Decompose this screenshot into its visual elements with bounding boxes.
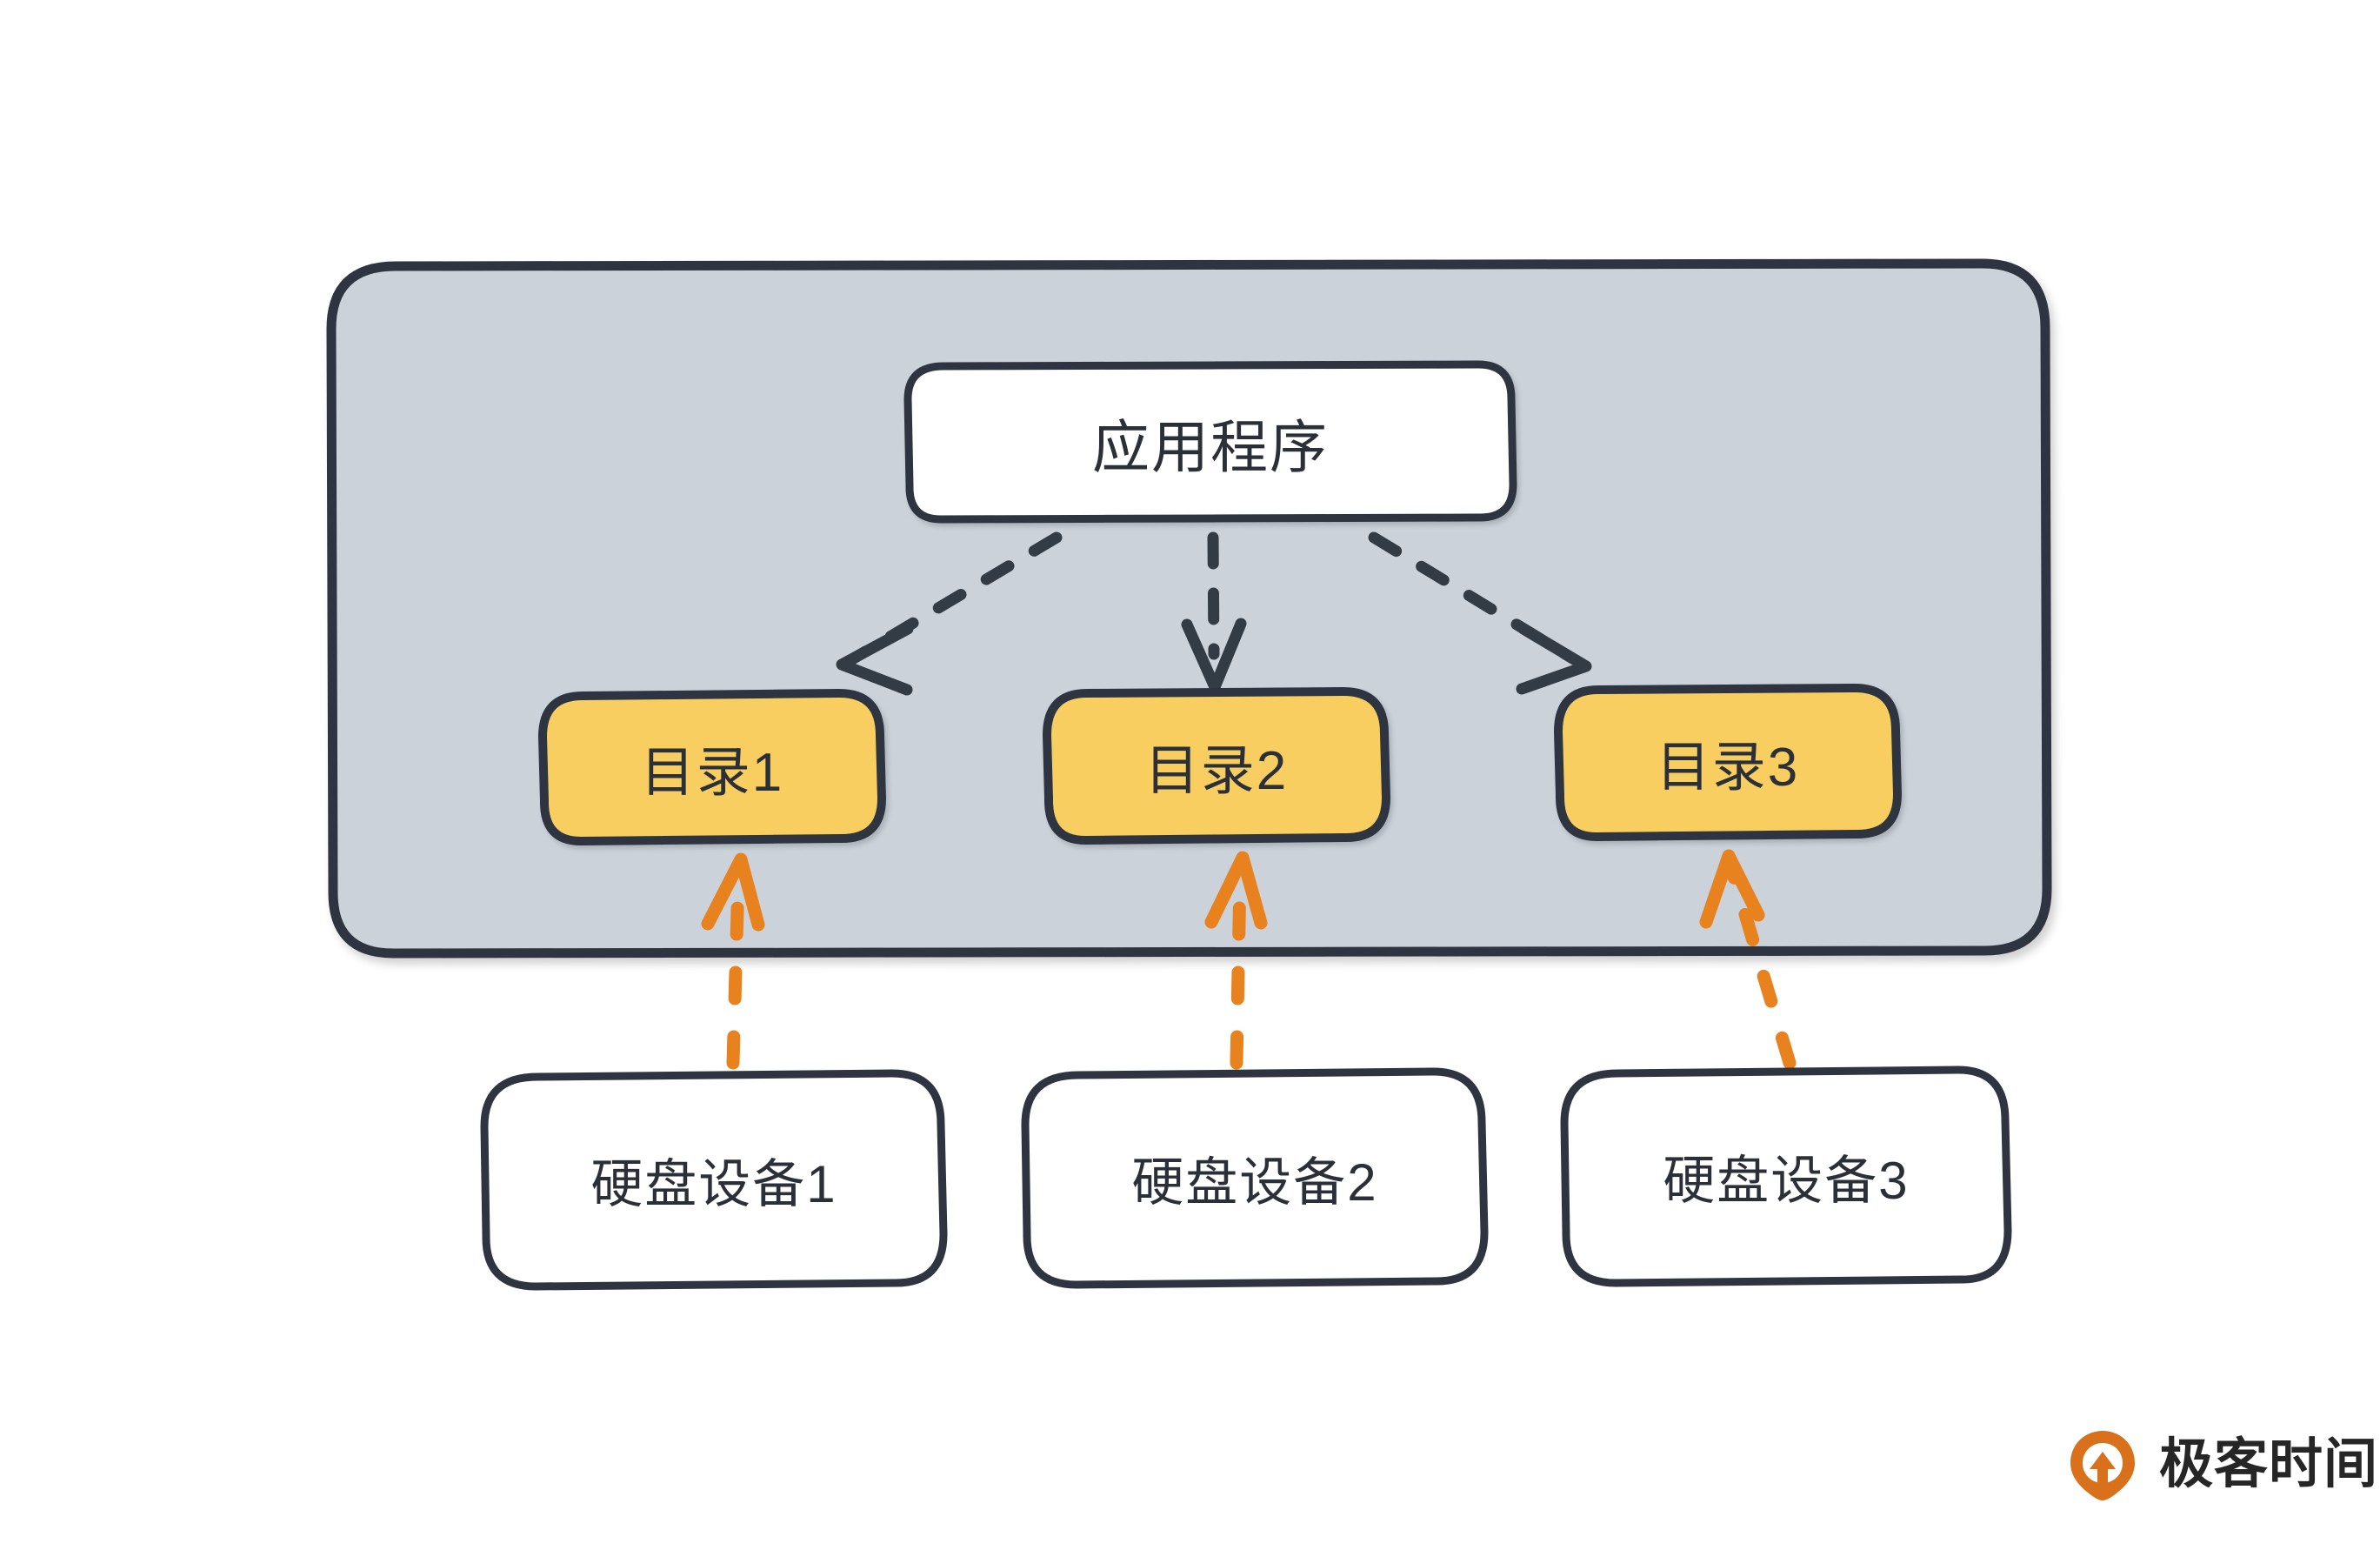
app-to-dir-arrow-3 [1368, 531, 1592, 695]
device-node-box-3[interactable] [1560, 1066, 2012, 1287]
brand-watermark-text: 极客时间 [2159, 1434, 2379, 1494]
device-to-dir-arrow-2 [1204, 851, 1268, 1070]
app-to-dir-arrow-1 [836, 531, 1063, 696]
app-node-box[interactable] [903, 360, 1517, 524]
dir-node-box-2[interactable] [1043, 687, 1390, 845]
app-to-dir-arrow-2 [1181, 531, 1247, 693]
device-node-box-2[interactable] [1021, 1067, 1489, 1289]
dir-node-box-1[interactable] [538, 689, 886, 845]
dir-node-box-3[interactable] [1554, 684, 1902, 841]
brand-watermark: 极客时间 [2065, 1416, 2377, 1513]
device-to-dir-arrow-3 [1699, 849, 1797, 1070]
geektime-pin-icon [2065, 1427, 2140, 1502]
device-to-dir-arrow-1 [701, 852, 765, 1070]
device-node-box-1[interactable] [480, 1069, 948, 1291]
